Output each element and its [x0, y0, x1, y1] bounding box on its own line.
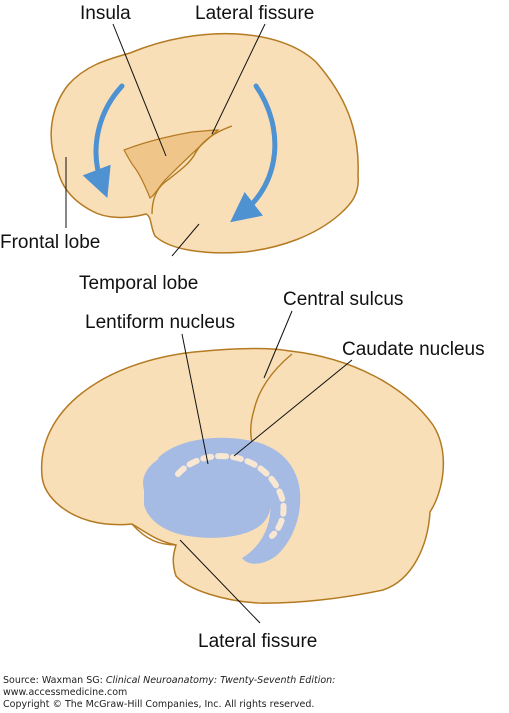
copyright-line: Copyright © The McGraw-Hill Companies, I… [3, 699, 315, 710]
top-lateral-fissure-label: Lateral fissure [195, 3, 315, 24]
central-sulcus-leader-line [263, 310, 293, 379]
source-prefix: Source: Waxman SG: [3, 675, 106, 686]
website-line: www.accessmedicine.com [3, 687, 128, 698]
caudate-nucleus-leader-line [233, 359, 353, 457]
top-brain-diagram [50, 23, 359, 257]
neuroanatomy-figure [40, 23, 445, 624]
caudate-nucleus-label: Caudate nucleus [342, 339, 485, 360]
bottom-lateral-fissure-line [131, 523, 177, 546]
temporal-arrow [230, 83, 278, 223]
lentiform-nucleus-shape [143, 445, 273, 538]
source-title: Clinical Neuroanatomy: Twenty-Seventh Ed… [105, 675, 336, 686]
internal-capsule-stripes [175, 453, 287, 539]
top-brain-outline [50, 32, 359, 254]
top-lateral-fissure-leader-line [211, 23, 266, 135]
insula-region [123, 129, 220, 199]
insula-leader-line [112, 23, 167, 157]
bottom-brain-diagram [40, 310, 445, 624]
lentiform-nucleus-label: Lentiform nucleus [85, 312, 235, 333]
temporal-lobe-label: Temporal lobe [79, 273, 199, 294]
temporal-lobe-leader-line [171, 223, 200, 257]
bottom-lateral-fissure-leader-line [179, 539, 261, 624]
top-lateral-fissure-line [151, 125, 233, 215]
central-sulcus-label: Central sulcus [283, 289, 404, 310]
lentiform-nucleus-leader-line [181, 333, 209, 465]
insula-label: Insula [80, 3, 131, 24]
bottom-lateral-fissure-label: Lateral fissure [198, 631, 318, 652]
source-line: Source: Waxman SG: Clinical Neuroanatomy… [3, 676, 335, 686]
frontal-lobe-label: Frontal lobe [0, 232, 101, 253]
frontal-arrow [82, 83, 125, 199]
